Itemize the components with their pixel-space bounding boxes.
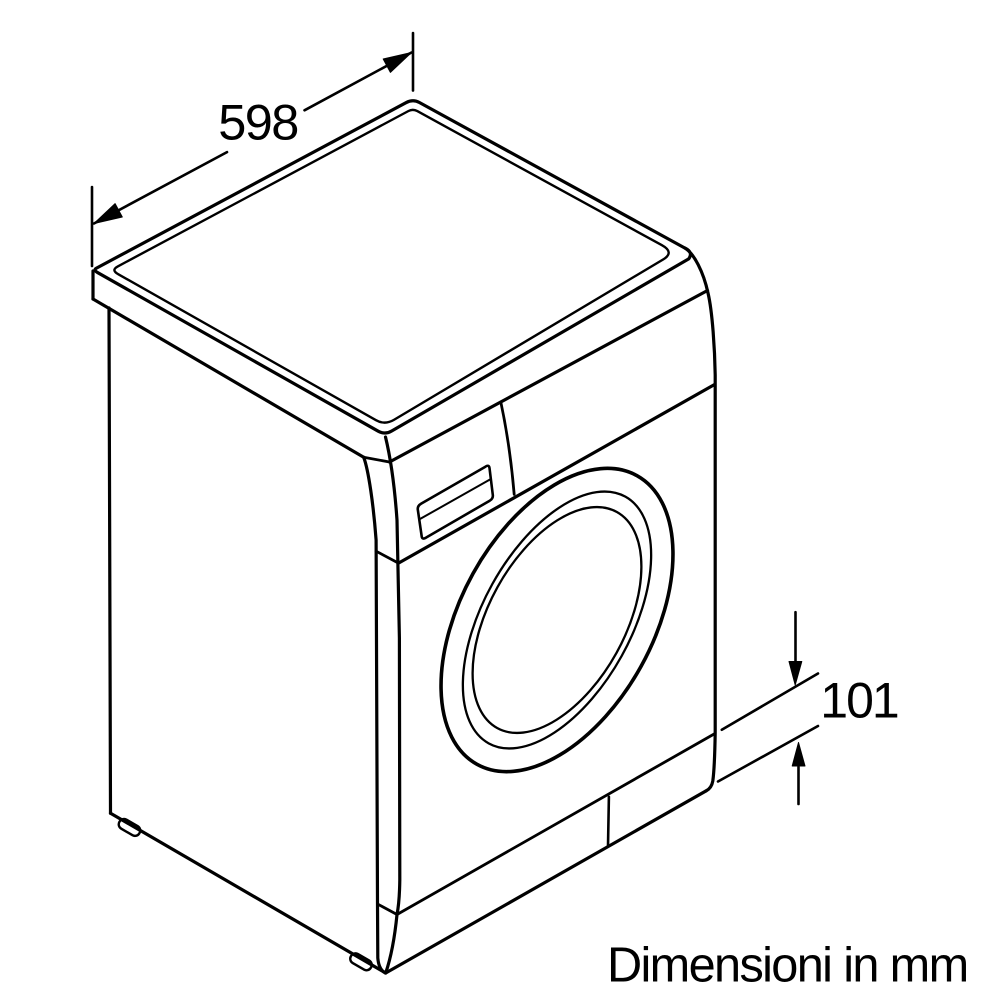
svg-text:101: 101	[820, 673, 898, 729]
svg-text:598: 598	[218, 94, 297, 151]
svg-text:Dimensioni in mm: Dimensioni in mm	[607, 938, 968, 992]
